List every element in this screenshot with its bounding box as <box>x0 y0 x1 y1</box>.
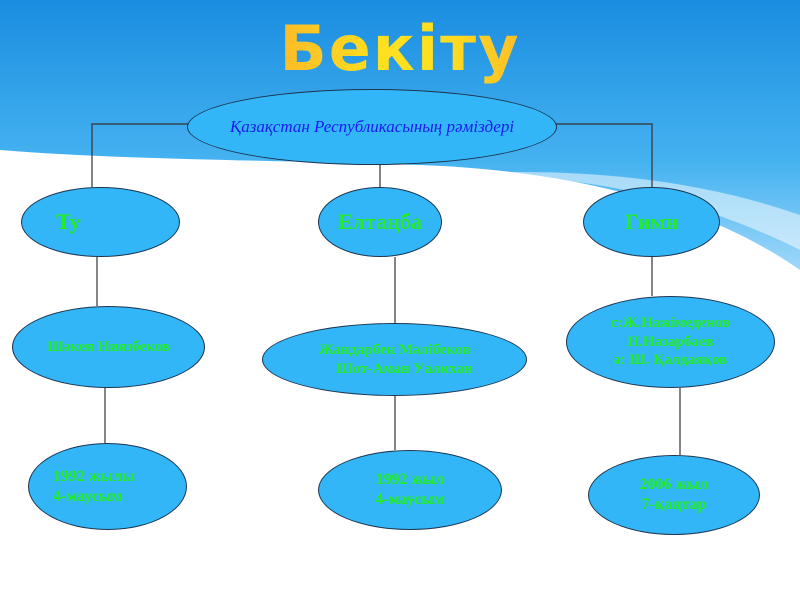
node-emblem-authors: Жандарбек Мәлібеков Шот-Аман Уалихан <box>262 323 527 396</box>
node-emblem: Елтаңба <box>318 187 442 257</box>
node-label: Елтаңба <box>338 209 422 235</box>
connector-lines <box>91 123 681 455</box>
date-text: 4-маусым <box>375 491 445 508</box>
date-text: 1992 жылы <box>53 467 135 485</box>
date-text: 7-қаңтар <box>641 496 707 513</box>
node-anthem-date: 2006 жыл 7-қаңтар <box>588 455 760 535</box>
root-label: Қазақстан Республикасының рәміздері <box>229 117 515 137</box>
slide-title: Бекіту <box>205 14 595 84</box>
node-emblem-date: 1992 жыл 4-маусым <box>318 450 502 530</box>
node-flag: Ту <box>21 187 180 257</box>
root-node: Қазақстан Республикасының рәміздері <box>187 89 557 165</box>
date-text: 2006 жыл <box>639 476 709 493</box>
author-name: Шәкен Ниязбеков <box>47 338 170 355</box>
author-name: ә: Ш. Қалдаяқов <box>613 352 728 369</box>
date-text: 1992 жыл <box>375 471 445 488</box>
author-name: Н.Назарбаев <box>627 333 714 350</box>
date-text: 4-маусым <box>53 487 123 505</box>
node-anthem-authors: с:Ж.Нажімеденов Н.Назарбаев ә: Ш. Қалдая… <box>566 296 775 388</box>
node-label: Гимн <box>624 209 679 235</box>
author-name: Шот-Аман Уалихан <box>336 360 473 377</box>
node-anthem: Гимн <box>583 187 720 257</box>
author-name: Жандарбек Мәлібеков <box>318 341 471 358</box>
node-label: Ту <box>56 209 81 235</box>
node-flag-author: Шәкен Ниязбеков <box>12 306 205 388</box>
author-name: с:Ж.Нажімеденов <box>610 314 731 331</box>
node-flag-date: 1992 жылы 4-маусым <box>28 443 187 530</box>
